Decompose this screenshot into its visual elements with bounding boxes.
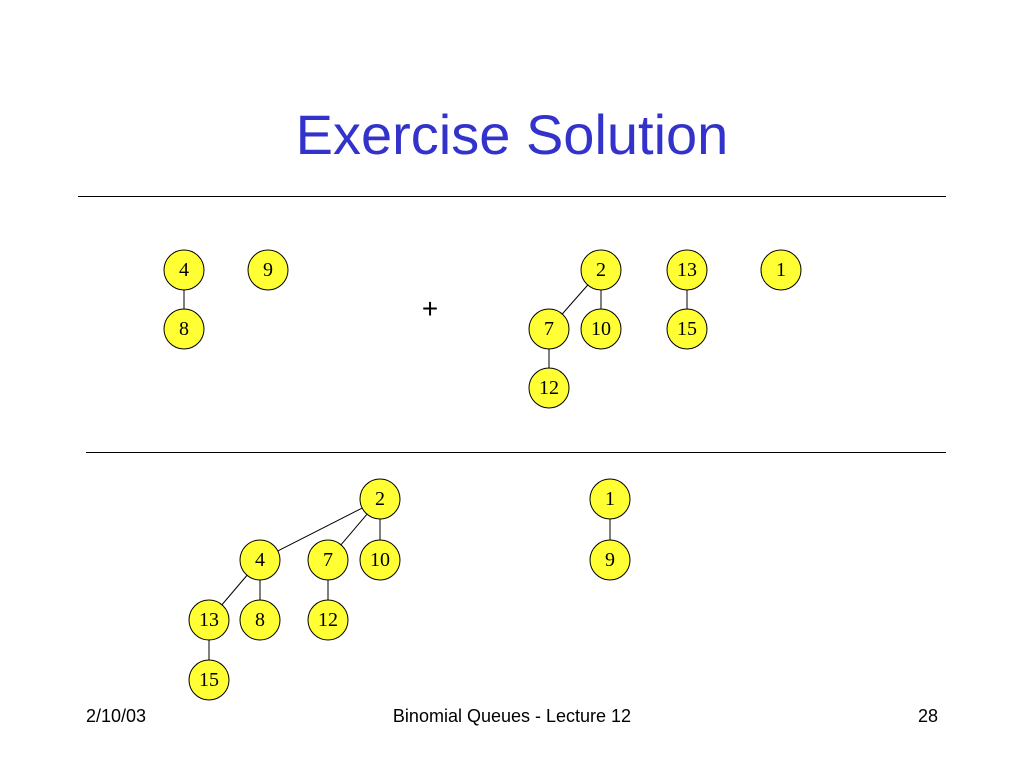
tree-node: 7 <box>307 539 349 581</box>
node-circle <box>580 249 622 291</box>
node-key-label: 2 <box>596 259 606 281</box>
node-key-label: 15 <box>199 669 219 691</box>
top-divider <box>78 196 946 197</box>
tree-node: 9 <box>247 249 289 291</box>
node-key-label: 1 <box>605 488 615 510</box>
node-key-label: 9 <box>263 259 273 281</box>
tree-node: 15 <box>666 308 708 350</box>
plus-operator: + <box>421 293 439 324</box>
node-circle <box>188 659 230 701</box>
node-key-label: 10 <box>370 549 390 571</box>
node-key-label: 4 <box>179 259 189 281</box>
node-circle <box>188 599 230 641</box>
node-key-label: 8 <box>255 609 265 631</box>
footer-title: Binomial Queues - Lecture 12 <box>392 706 632 726</box>
node-circle <box>580 308 622 350</box>
node-circle <box>239 539 281 581</box>
node-key-label: 13 <box>199 609 219 631</box>
node-circle <box>589 478 631 520</box>
node-circle <box>359 539 401 581</box>
tree-node: 1 <box>760 249 802 291</box>
node-circle <box>528 367 570 409</box>
node-circle <box>239 599 281 641</box>
tree-edge <box>221 574 248 606</box>
tree-node: 4 <box>163 249 205 291</box>
tree-node: 13 <box>188 599 230 641</box>
tree-node: 7 <box>528 308 570 350</box>
tree-node: 15 <box>188 659 230 701</box>
node-circle <box>163 249 205 291</box>
node-key-label: 7 <box>544 318 554 340</box>
node-circle <box>247 249 289 291</box>
tree-node: 4 <box>239 539 281 581</box>
tree-node: 10 <box>359 539 401 581</box>
slide-title: Exercise Solution <box>295 103 729 166</box>
tree-edge <box>340 513 368 546</box>
tree-node: 9 <box>589 539 631 581</box>
node-key-label: 13 <box>677 259 697 281</box>
tree-edge <box>277 507 363 552</box>
node-key-label: 2 <box>375 488 385 510</box>
node-circle <box>307 539 349 581</box>
footer-date: 2/10/03 <box>86 706 147 726</box>
footer-page-number: 28 <box>917 706 938 726</box>
node-key-label: 10 <box>591 318 611 340</box>
node-circle <box>359 478 401 520</box>
node-key-label: 7 <box>323 549 333 571</box>
tree-node: 8 <box>239 599 281 641</box>
node-circle <box>666 308 708 350</box>
node-key-label: 15 <box>677 318 697 340</box>
tree-node: 1 <box>589 478 631 520</box>
node-key-label: 4 <box>255 549 265 571</box>
node-key-label: 1 <box>776 259 786 281</box>
node-circle <box>163 308 205 350</box>
node-circle <box>528 308 570 350</box>
tree-edge <box>561 284 589 315</box>
tree-node: 13 <box>666 249 708 291</box>
tree-node: 2 <box>580 249 622 291</box>
node-circle <box>760 249 802 291</box>
node-circle <box>666 249 708 291</box>
middle-divider <box>86 452 946 453</box>
node-key-label: 8 <box>179 318 189 340</box>
node-circle <box>307 599 349 641</box>
tree-node: 2 <box>359 478 401 520</box>
tree-node: 10 <box>580 308 622 350</box>
tree-node: 8 <box>163 308 205 350</box>
node-key-label: 12 <box>318 609 338 631</box>
node-key-label: 12 <box>539 377 559 399</box>
tree-node: 12 <box>528 367 570 409</box>
tree-node: 12 <box>307 599 349 641</box>
node-key-label: 9 <box>605 549 615 571</box>
node-circle <box>589 539 631 581</box>
